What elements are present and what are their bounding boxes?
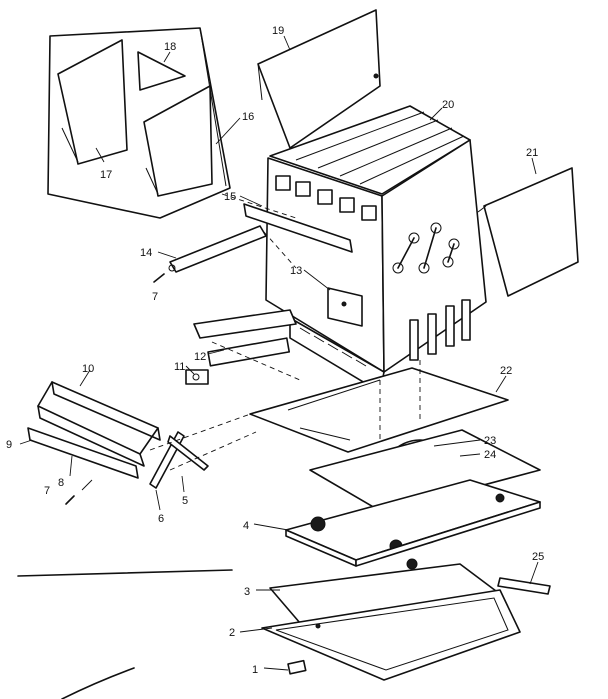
- callout-3: 3: [244, 586, 250, 598]
- callout-23: 23: [484, 435, 496, 447]
- callout-19: 19: [272, 25, 284, 37]
- screw-7-lower: [65, 495, 75, 505]
- callout-18: 18: [164, 41, 176, 53]
- callout-7-lower: 7: [44, 485, 50, 497]
- callout-1: 1: [252, 664, 258, 676]
- assembly-lines: [149, 193, 421, 471]
- part-22-plate: [249, 367, 509, 453]
- callout-11: 11: [174, 361, 185, 373]
- callout-22: 22: [500, 365, 512, 377]
- callout-24: 24: [484, 449, 496, 461]
- leader-lines: [19, 35, 539, 671]
- part-25-rail: [497, 577, 551, 595]
- callout-20: 20: [442, 99, 454, 111]
- callout-13: 13: [290, 265, 302, 277]
- callout-12: 12: [194, 351, 206, 363]
- part-10-rail-assembly: [27, 381, 161, 479]
- part-1-bracket: [287, 659, 307, 675]
- callout-9: 9: [6, 439, 12, 451]
- part-15-baffle: [243, 203, 353, 253]
- callout-7-upper: 7: [152, 291, 158, 303]
- part-18-filter: [137, 51, 213, 197]
- callout-10: 10: [82, 363, 94, 375]
- screw-7-upper: [153, 273, 165, 283]
- callout-15: 15: [224, 191, 236, 203]
- callout-16: 16: [242, 111, 254, 123]
- part-2-tray: [261, 589, 521, 681]
- callout-2: 2: [229, 627, 235, 639]
- part-14-burner-bar: [168, 225, 267, 273]
- part-23-top-panel: [309, 429, 541, 513]
- part-11-valve: [185, 369, 209, 385]
- part-20-heat-exchanger: [265, 105, 487, 393]
- callout-17: 17: [100, 169, 112, 181]
- callout-labels: 1 2 3 4 5 6 7 7 8 9 10 11 12 13 14 15 16…: [6, 25, 544, 676]
- callout-4: 4: [243, 520, 249, 532]
- callout-21: 21: [526, 147, 538, 159]
- part-12-manifold: [193, 309, 297, 367]
- part-13-control: [327, 287, 363, 327]
- part-6-bracket: [149, 431, 185, 489]
- part-21-side-panel: [477, 167, 579, 297]
- callout-5: 5: [182, 495, 188, 507]
- callout-6: 6: [158, 513, 164, 525]
- callout-14: 14: [140, 247, 152, 259]
- callout-25: 25: [532, 551, 544, 563]
- part-4-blower-base: [285, 479, 541, 570]
- callout-8: 8: [58, 477, 64, 489]
- part-17-filter: [57, 39, 128, 165]
- part-5-bracket: [167, 435, 209, 471]
- part-19-panel: [257, 9, 381, 149]
- stray-marks: [17, 569, 233, 699]
